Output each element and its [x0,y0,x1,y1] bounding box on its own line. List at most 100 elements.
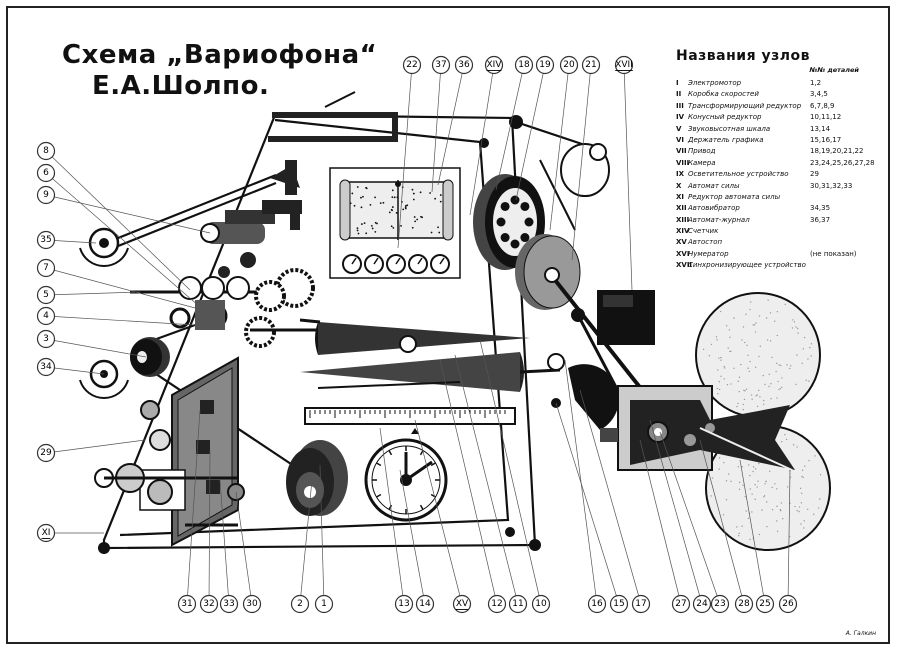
callout-label: 19 [539,60,551,70]
legend-parts: 13,14 [810,124,831,133]
callout-XV: XV [452,594,472,614]
callout-label: XVII [615,60,633,70]
autovibrator-34 [79,359,129,399]
legend-roman: VII [676,147,687,156]
legend-roman: III [676,101,684,110]
legend-name: Привод [688,147,716,156]
callout-3: 3 [36,329,56,349]
callout-22: 22 [402,55,422,75]
callout-label: 36 [458,60,470,70]
legend-parts: 23,24,25,26,27,28 [810,158,875,167]
callout-14: 14 [415,594,435,614]
legend-name: Автовибратор [688,204,740,213]
lighting-panel [94,356,245,547]
legend-roman: IX [676,170,685,179]
callout-31: 31 [177,594,197,614]
callout-label: 25 [759,599,770,609]
pitch-scale [304,407,516,434]
callout-label: 29 [40,448,52,458]
callout-label: 22 [406,60,417,70]
pulley-top-right [509,115,523,129]
callout-25: 25 [755,594,775,614]
callout-label: 23 [714,599,725,609]
motor-pulley [130,337,170,377]
callout-29: 29 [36,443,56,463]
legend-parts: 10,11,12 [810,113,842,122]
callout-5: 5 [36,285,56,305]
callout-label: 24 [696,599,708,609]
callout-24: 24 [692,594,712,614]
transform-reducer [200,200,302,244]
legend-name: Звуковысотная шкала [688,124,771,133]
pulley-top-inner [479,138,489,148]
callout-label: 1 [321,599,327,609]
rail-rod [324,91,356,108]
callout-label: 13 [398,599,409,609]
callout-label: 20 [563,60,575,70]
legend-heading: Названия узлов [676,48,810,64]
callout-label: 3 [43,334,49,344]
callout-label: 18 [518,60,530,70]
rail-2 [268,136,398,142]
callout-label: 11 [512,599,523,609]
callout-28: 28 [734,594,754,614]
legend-parts: 29 [810,170,819,179]
poster-frame [6,6,890,644]
callout-label: 5 [43,290,49,300]
callout-label: 28 [738,599,750,609]
legend-roman: XIII [676,215,690,224]
callout-label: 6 [43,168,49,178]
poster-title: Схема „Вариофона“ Е.А.Шолпо. [62,40,377,102]
legend-roman: X [676,181,682,190]
callout-label: 9 [43,190,49,200]
gearbox [130,252,320,348]
legend-roman: XV [676,238,687,247]
pulley-bottom-right [529,539,541,551]
legend-parts: 18,19,20,21,22 [810,147,864,156]
callout-18: 18 [514,55,534,75]
callout-10: 10 [531,594,551,614]
callout-34: 34 [36,357,56,377]
callout-2: 2 [290,594,310,614]
callout-label: 37 [435,60,446,70]
callout-XIV: XIV [484,55,504,75]
callout-label: 17 [635,599,646,609]
callout-label: 26 [782,599,794,609]
callout-label: 30 [246,599,258,609]
callout-label: 12 [491,599,502,609]
callout-32: 32 [199,594,219,614]
legend-roman: IV [676,113,685,122]
callout-label: 10 [535,599,547,609]
callout-label: 14 [419,599,431,609]
legend-parts: 30,31,32,33 [810,181,853,190]
callout-label: 2 [297,599,303,609]
legend-roman: VI [676,135,685,144]
graph-holder [329,167,461,279]
callout-label: 15 [613,599,624,609]
legend-roman: VIII [676,158,690,167]
legend-parts: 36,37 [810,215,831,224]
legend-parts: 15,16,17 [810,135,842,144]
title-line-2: Е.А.Шолпо. [92,71,270,101]
callout-label: 7 [43,263,49,273]
callout-21: 21 [581,55,601,75]
callout-label: 34 [40,362,52,372]
callout-13: 13 [394,594,414,614]
callout-19: 19 [535,55,555,75]
vibrator-belt-2 [107,181,277,252]
callout-label: 4 [43,311,49,321]
legend-name: Камера [688,158,716,167]
